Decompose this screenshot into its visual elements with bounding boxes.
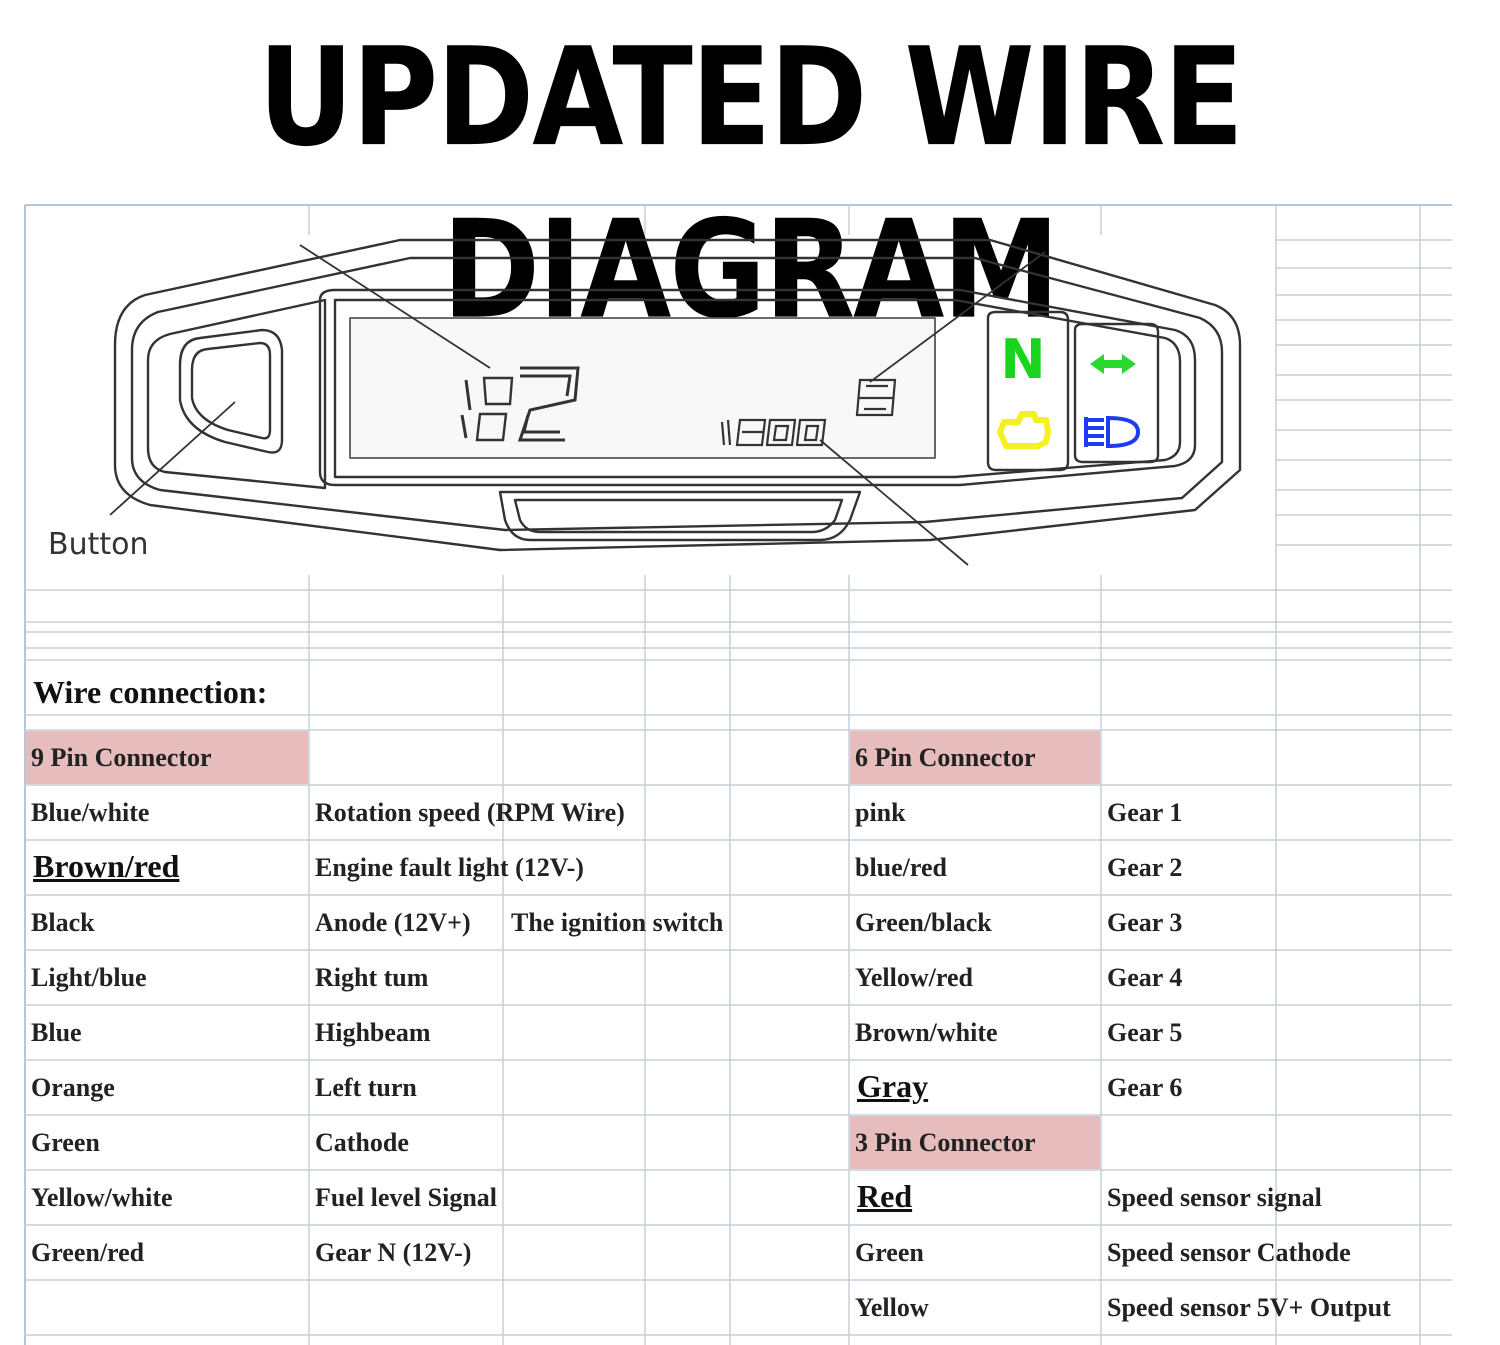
nine-pin-function-4: Right tum	[315, 963, 429, 992]
six-pin-function-3: Gear 3	[1107, 908, 1183, 937]
six-pin-function-2: Gear 2	[1107, 853, 1183, 882]
nine-pin-wire-1: Blue/white	[31, 798, 150, 827]
six-pin-wire-3: Green/black	[855, 908, 992, 937]
three-pin-wire-1: Red	[857, 1178, 913, 1214]
six-pin-function-5: Gear 5	[1107, 1018, 1183, 1047]
nine-pin-function-8: Fuel level Signal	[315, 1183, 497, 1212]
nine-pin-function-3: Anode (12V+)	[315, 908, 471, 937]
svg-text:N: N	[1000, 328, 1045, 391]
three-pin-header-bg	[850, 1116, 1100, 1169]
nine-pin-header: 9 Pin Connector	[31, 743, 212, 772]
nine-pin-wire-6: Orange	[31, 1073, 115, 1102]
nine-pin-function-6: Left turn	[315, 1073, 417, 1102]
six-pin-function-1: Gear 1	[1107, 798, 1183, 827]
three-pin-function-3: Speed sensor 5V+ Output	[1107, 1293, 1391, 1322]
nine-pin-function-5: Highbeam	[315, 1018, 431, 1047]
nine-pin-wire-5: Blue	[31, 1018, 82, 1047]
three-pin-function-1: Speed sensor signal	[1107, 1183, 1322, 1212]
nine-pin-wire-3: Black	[31, 908, 95, 937]
highbeam-icon	[1084, 415, 1141, 449]
nine-pin-function-7: Cathode	[315, 1128, 409, 1157]
button-label: Button	[48, 527, 149, 562]
six-pin-function-4: Gear 4	[1107, 963, 1183, 992]
nine-pin-wire-2: Brown/red	[33, 848, 180, 884]
six-pin-wire-2: blue/red	[855, 853, 947, 882]
nine-pin-function-2: Engine fault light (12V-)	[315, 853, 584, 882]
nine-pin-wire-8: Yellow/white	[31, 1183, 173, 1212]
nine-pin-header-bg	[26, 731, 308, 784]
nine-pin-wire-4: Light/blue	[31, 963, 147, 992]
page-title: UPDATED WIRE DIAGRAM	[257, 17, 1244, 349]
nine-pin-extra-3: The ignition switch	[511, 908, 724, 937]
six-pin-header: 6 Pin Connector	[855, 743, 1036, 772]
engine-fault-icon	[997, 411, 1051, 449]
nine-pin-wire-9: Green/red	[31, 1238, 145, 1267]
turn-arrows-icon	[1090, 354, 1136, 374]
six-pin-wire-4: Yellow/red	[855, 963, 973, 992]
six-pin-wire-6: Gray	[857, 1068, 929, 1104]
six-pin-header-bg	[850, 731, 1100, 784]
nine-pin-function-9: Gear N (12V-)	[315, 1238, 472, 1267]
three-pin-wire-3: Yellow	[855, 1293, 929, 1322]
three-pin-wire-2: Green	[855, 1238, 924, 1267]
six-pin-wire-1: pink	[855, 798, 906, 827]
wire-connection-heading: Wire connection:	[33, 674, 268, 710]
nine-pin-function-1: Rotation speed (RPM Wire)	[315, 798, 625, 827]
six-pin-function-6: Gear 6	[1107, 1073, 1183, 1102]
nine-pin-wire-7: Green	[31, 1128, 100, 1157]
three-pin-header: 3 Pin Connector	[855, 1128, 1036, 1157]
three-pin-function-2: Speed sensor Cathode	[1107, 1238, 1351, 1267]
six-pin-wire-5: Brown/white	[855, 1018, 998, 1047]
